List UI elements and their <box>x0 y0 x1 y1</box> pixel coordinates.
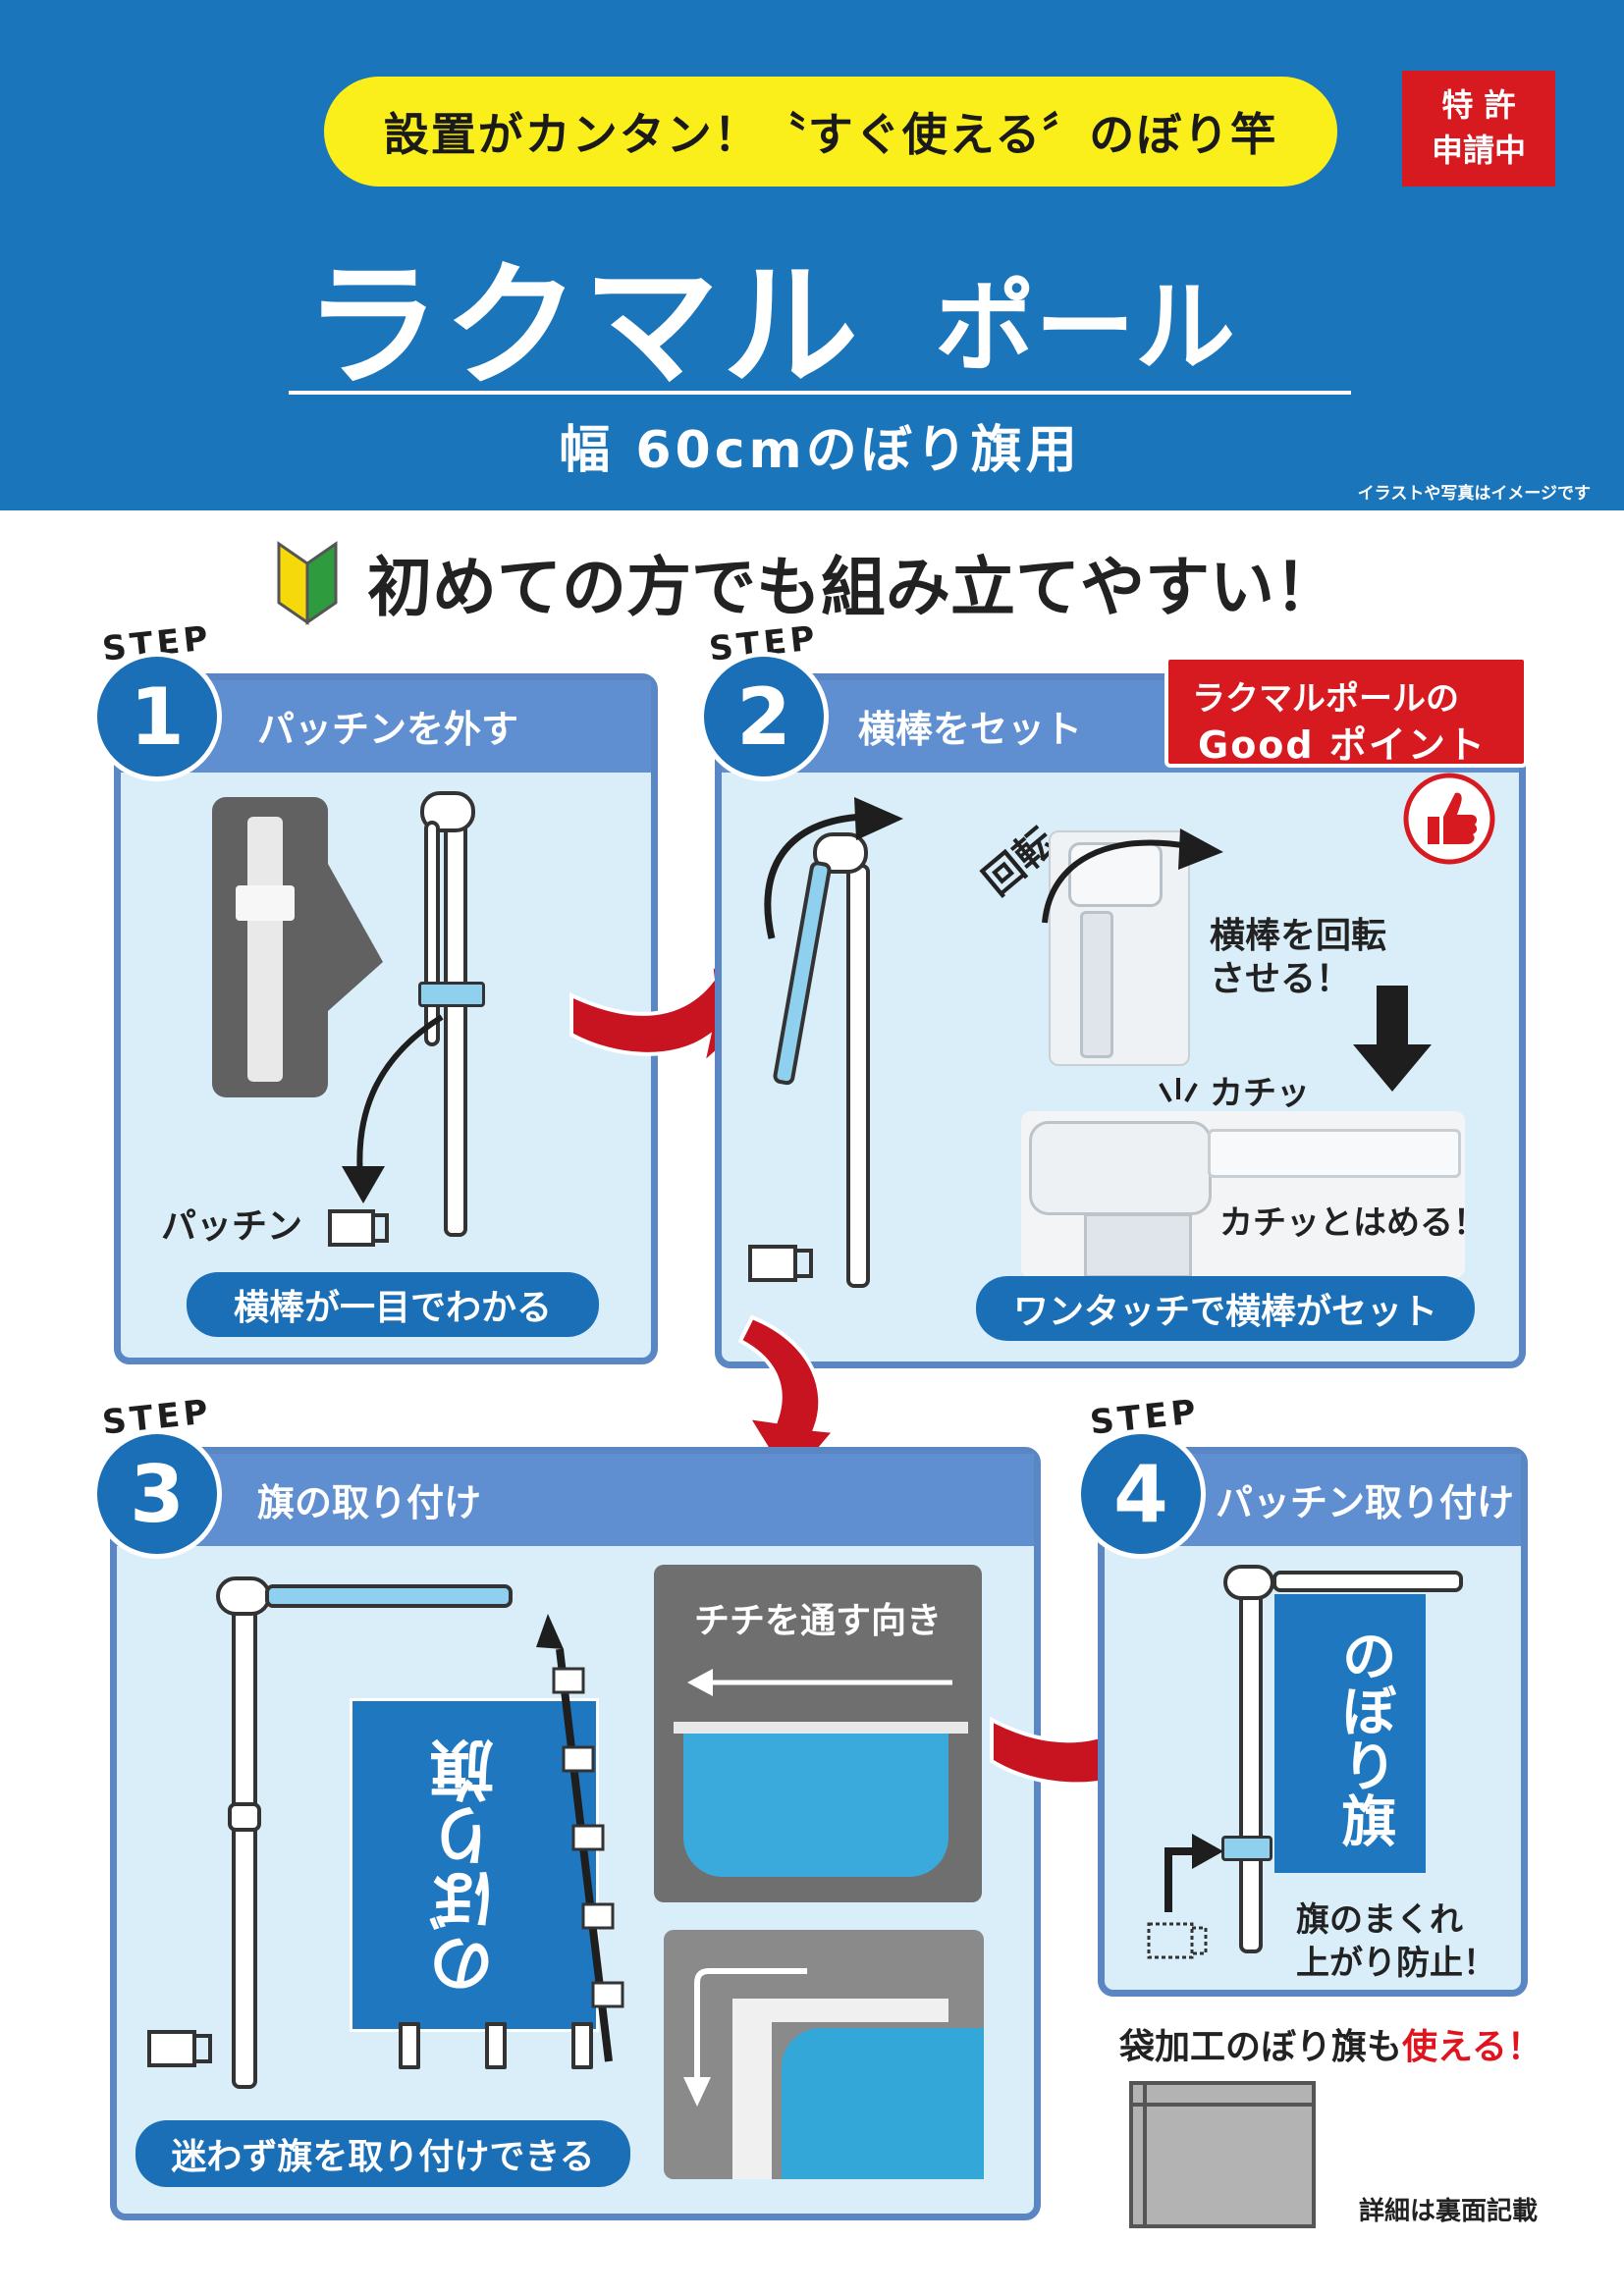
step-3-pole <box>232 1600 257 2089</box>
clip-label: パッチン <box>161 1206 303 1247</box>
click-note: カチッとはめる！ <box>1219 1203 1487 1243</box>
clip-band <box>418 982 485 1007</box>
patent-line-1: 特 許 <box>1441 86 1516 124</box>
rotate-arrow-icon <box>764 797 903 939</box>
step-4-note-1: 旗のまくれ <box>1296 1900 1463 1940</box>
tagline: 設置がカンタン！〝すぐ使える〞のぼり竿 <box>324 77 1337 187</box>
click-spark-icon <box>1159 1078 1198 1102</box>
pole-closeup <box>247 817 283 1082</box>
flag-loops-diagram <box>536 1614 624 2062</box>
down-arrow-icon <box>1353 986 1432 1092</box>
clip-closeup <box>236 885 295 921</box>
step-1-panel <box>114 673 658 1364</box>
badge-line-2: Good ポイント <box>1198 723 1487 767</box>
step-3-header <box>117 1454 1034 1546</box>
beginner-mark-icon <box>277 541 338 625</box>
product-subtitle: 幅 60cmのぼり旗用 <box>559 421 1081 480</box>
step-3-clip-icon <box>147 2030 212 2067</box>
bag-pole <box>1143 2081 1147 2228</box>
slide-photo-fabric <box>782 2028 984 2179</box>
step-3-title: 旗の取り付け <box>257 1481 482 1524</box>
bottom-loop <box>485 2022 507 2069</box>
step-3-crossbar <box>265 1584 513 1608</box>
slide-on-photo <box>664 1930 984 2179</box>
bag-seam <box>1133 2103 1312 2107</box>
step-2-pole <box>846 864 870 1288</box>
step-4-clip <box>1221 1836 1272 1861</box>
rotate-photo-arrow-icon <box>1042 828 1223 924</box>
step-4-note-2: 上がり防止！ <box>1296 1944 1496 1983</box>
bottom-loop <box>399 2022 420 2069</box>
click-photo <box>1021 1111 1465 1278</box>
step-2-number: 2 <box>699 652 829 781</box>
photo-crossbar <box>674 1722 968 1734</box>
patent-badge: 特 許 申請中 <box>1402 71 1555 187</box>
left-arrow-icon <box>687 1669 952 1696</box>
step-2-clip-icon <box>748 1245 813 1282</box>
product-title-sub: ポール <box>935 270 1235 387</box>
title-divider <box>289 391 1351 395</box>
step-2-caption: ワンタッチで横棒がセット <box>976 1276 1475 1341</box>
patent-line-2: 申請中 <box>1431 132 1526 169</box>
callout-pointer <box>328 864 383 1011</box>
headline: 初めての方でも組み立てやすい！ <box>367 550 1339 625</box>
step-4-title: パッチン取り付け <box>1216 1481 1515 1524</box>
loop-direction-photo: チチを通す向き <box>654 1565 982 1902</box>
step-3-caption: 迷わず旗を取り付けできる <box>135 2120 630 2187</box>
click-photo-crossbar <box>1208 1129 1461 1178</box>
step-4-number: 4 <box>1076 1429 1206 1559</box>
step-2-title: 横棒をセット <box>858 708 1083 751</box>
rotate-note-2: させる！ <box>1210 959 1352 999</box>
clip-icon <box>328 1209 389 1247</box>
step-4-crossbar <box>1272 1571 1463 1592</box>
step-1-number: 1 <box>92 652 222 781</box>
curved-arrow-icon <box>342 1014 444 1203</box>
badge-line-1: ラクマルポールの <box>1192 679 1459 719</box>
up-arrow-icon <box>1164 1834 1223 1912</box>
bag-flag-text-highlight: 使える！ <box>1402 2027 1543 2067</box>
thumbs-up-icon <box>1403 773 1495 865</box>
bag-flag-illustration <box>1129 2081 1316 2228</box>
step-4-pole-joint <box>1223 1565 1274 1600</box>
step-3-pole-joint <box>216 1576 271 1616</box>
step-4-flag: のぼり旗 <box>1274 1594 1426 1873</box>
slide-photo-crossbar <box>732 1999 948 2022</box>
click-sound-label: カチッ <box>1210 1074 1310 1113</box>
bend-arrow-icon <box>683 1968 807 2107</box>
rotate-note-1: 横棒を回転 <box>1210 916 1387 956</box>
step-3-flag-text: のぼり旗 <box>429 1738 505 1998</box>
dotted-clip-icon <box>1147 1922 1208 1959</box>
step-3-number: 3 <box>92 1429 222 1559</box>
step-2-pole-joint <box>813 832 868 874</box>
slide-photo-pole <box>732 1999 772 2179</box>
bottom-loop <box>571 2022 593 2069</box>
rotate-photo-pole <box>1080 911 1113 1058</box>
bag-flag-text: 袋加工のぼり旗も使える！ <box>1119 2018 1543 2069</box>
step-3-flag: のぼり旗 <box>350 1698 599 2032</box>
good-point-badge: ラクマルポールの Good ポイント <box>1164 656 1528 768</box>
bag-flag-text-main: 袋加工のぼり旗も <box>1119 2027 1403 2067</box>
step-1-caption: 横棒が一目でわかる <box>187 1272 599 1337</box>
rotate-photo-joint <box>1068 842 1163 907</box>
click-photo-joint <box>1029 1121 1212 1215</box>
image-disclaimer: イラストや写真はイメージです <box>1357 484 1591 504</box>
step-4-flag-text: のぼり旗 <box>1332 1628 1396 1847</box>
clip-detail-photo <box>212 797 328 1097</box>
photo-label: チチを通す向き <box>693 1601 942 1641</box>
product-title: ラクマル <box>304 247 863 405</box>
photo-fabric <box>683 1734 948 1877</box>
headline-row: 初めての方でも組み立てやすい！ <box>275 538 1375 626</box>
click-photo-pole <box>1084 1213 1192 1278</box>
step-1-title: パッチンを外す <box>257 708 519 751</box>
flag-bottom-loops <box>399 2022 595 2073</box>
bag-note: 詳細は裏面記載 <box>1359 2197 1539 2226</box>
step-4-pole <box>1239 1586 1263 1953</box>
step-3-pole-lock <box>228 1802 261 1832</box>
